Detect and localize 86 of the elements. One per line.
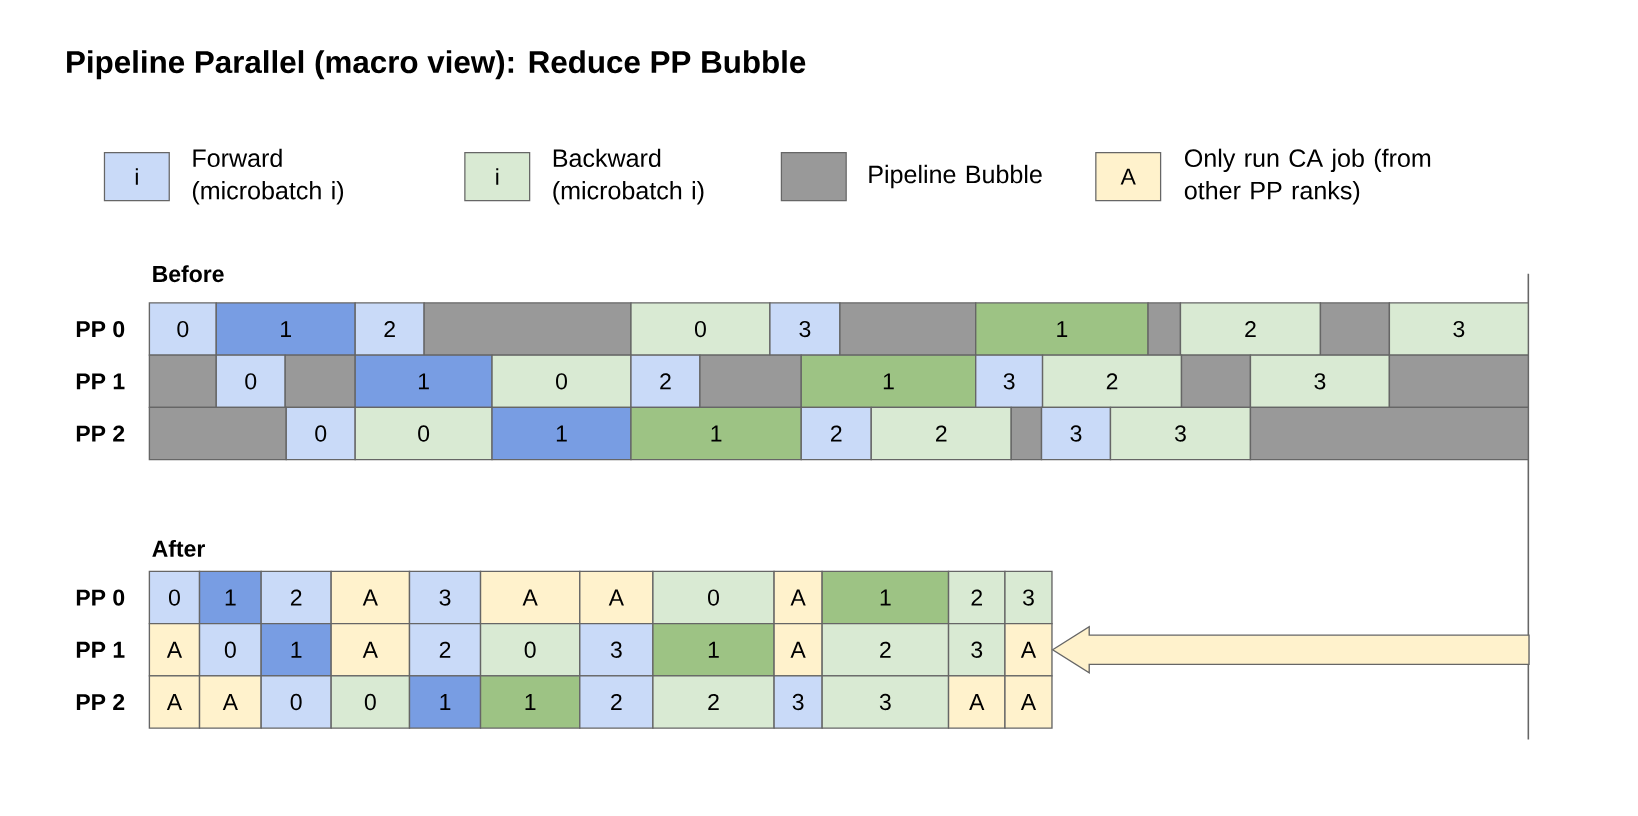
forward-cell: 0	[215, 354, 286, 409]
bubble-cell	[423, 302, 632, 356]
title: Pipeline Parallel (macro view): Reduce PP Bubble	[67, 50, 806, 80]
backward-cell: 3	[1388, 302, 1529, 356]
bubble-cell	[1147, 302, 1182, 356]
row-label: PP 2	[76, 694, 125, 711]
forward-cell: 2	[354, 302, 425, 356]
forward-cell: 0	[285, 406, 356, 461]
forward-cell: 3	[769, 302, 841, 356]
ca-job-cell: A	[579, 570, 654, 625]
backward-cell: 2	[870, 406, 1012, 461]
ca-job-cell: A	[773, 623, 823, 677]
bubble-cell	[699, 354, 802, 409]
backward-cell: 0	[479, 623, 581, 677]
backward-cell: 0	[354, 406, 493, 461]
backward-cell: 0	[630, 302, 771, 356]
forward-cell: 0	[148, 570, 201, 625]
section-label: After	[152, 540, 205, 557]
forward-cell: 0	[260, 675, 332, 729]
ca-job-cell: A	[330, 570, 411, 625]
forward-cell: 1	[354, 354, 493, 409]
backward-cell: 2	[1041, 354, 1183, 409]
forward-cell: 1	[198, 570, 262, 625]
backward-cell: 0	[491, 354, 632, 409]
backward-cell: 3	[1109, 406, 1252, 461]
forward-cell: 1	[408, 675, 482, 729]
forward-cell: 2	[800, 406, 872, 461]
backward-cell: 0	[652, 570, 775, 625]
bubble-cell	[839, 302, 977, 356]
swatch-letter: i	[135, 168, 138, 185]
ca-job-cell: A	[1004, 675, 1053, 729]
ca-job-cell: A	[479, 570, 581, 625]
backward-cell: 1	[652, 623, 775, 677]
forward-cell: 1	[215, 302, 356, 356]
bubble-cell	[284, 354, 356, 409]
backward-cell: 2	[1179, 302, 1322, 356]
legend-text: Backward (microbatch i)	[553, 148, 704, 205]
bubble-cell	[148, 354, 217, 409]
legend-text: Forward (microbatch i)	[192, 148, 344, 205]
swatch-letter: A	[1120, 168, 1136, 185]
row-label: PP 0	[76, 320, 125, 338]
forward-cell: 2	[260, 570, 332, 625]
backward-cell: 1	[800, 354, 977, 409]
backward-cell: 3	[1004, 570, 1053, 625]
backward-cell: 1	[975, 302, 1149, 356]
forward-cell: 0	[148, 302, 217, 356]
ca-job-cell: A	[148, 623, 201, 677]
backward-cell: 3	[947, 623, 1006, 677]
backward-cell: 3	[1249, 354, 1391, 409]
row-label: PP 0	[76, 589, 125, 606]
bubble-cell	[1249, 406, 1529, 461]
ca-job-cell: A	[330, 623, 411, 677]
legend-text: Pipeline Bubble	[869, 164, 1042, 189]
ca-job-cell: A	[198, 675, 262, 729]
bubble-cell	[1010, 406, 1043, 461]
forward-cell: 1	[260, 623, 332, 677]
backward-cell: 1	[630, 406, 802, 461]
bubble-cell	[1180, 354, 1252, 409]
row-label: PP 2	[76, 425, 125, 442]
backward-cell: 1	[479, 675, 581, 729]
forward-cell: 1	[491, 406, 632, 461]
ca-job-cell: A	[148, 675, 201, 729]
forward-cell: 2	[579, 675, 654, 729]
legend-text: Only run CA job (from other PP ranks)	[1184, 148, 1431, 205]
backward-cell: 3	[821, 675, 950, 729]
backward-cell: 2	[652, 675, 775, 729]
section-label: Before	[153, 265, 224, 283]
forward-cell: 3	[773, 675, 823, 729]
bubble-cell	[1319, 302, 1391, 356]
forward-cell: 2	[630, 354, 701, 409]
ca-job-cell: A	[947, 675, 1006, 729]
row-label: PP 1	[76, 641, 125, 658]
forward-cell: 3	[408, 570, 482, 625]
backward-cell: 0	[330, 675, 411, 729]
backward-cell: 1	[821, 570, 950, 625]
forward-cell: 0	[198, 623, 262, 677]
forward-cell: 3	[1040, 406, 1112, 461]
row-label: PP 1	[76, 373, 125, 390]
forward-cell: 3	[975, 354, 1044, 409]
ca-job-cell: A	[1004, 623, 1053, 677]
bubble-cell	[1388, 354, 1529, 409]
ca-job-cell: A	[773, 570, 823, 625]
backward-cell: 2	[947, 570, 1006, 625]
forward-cell: 3	[579, 623, 654, 677]
swatch-letter: i	[496, 168, 499, 185]
forward-cell: 2	[408, 623, 482, 677]
